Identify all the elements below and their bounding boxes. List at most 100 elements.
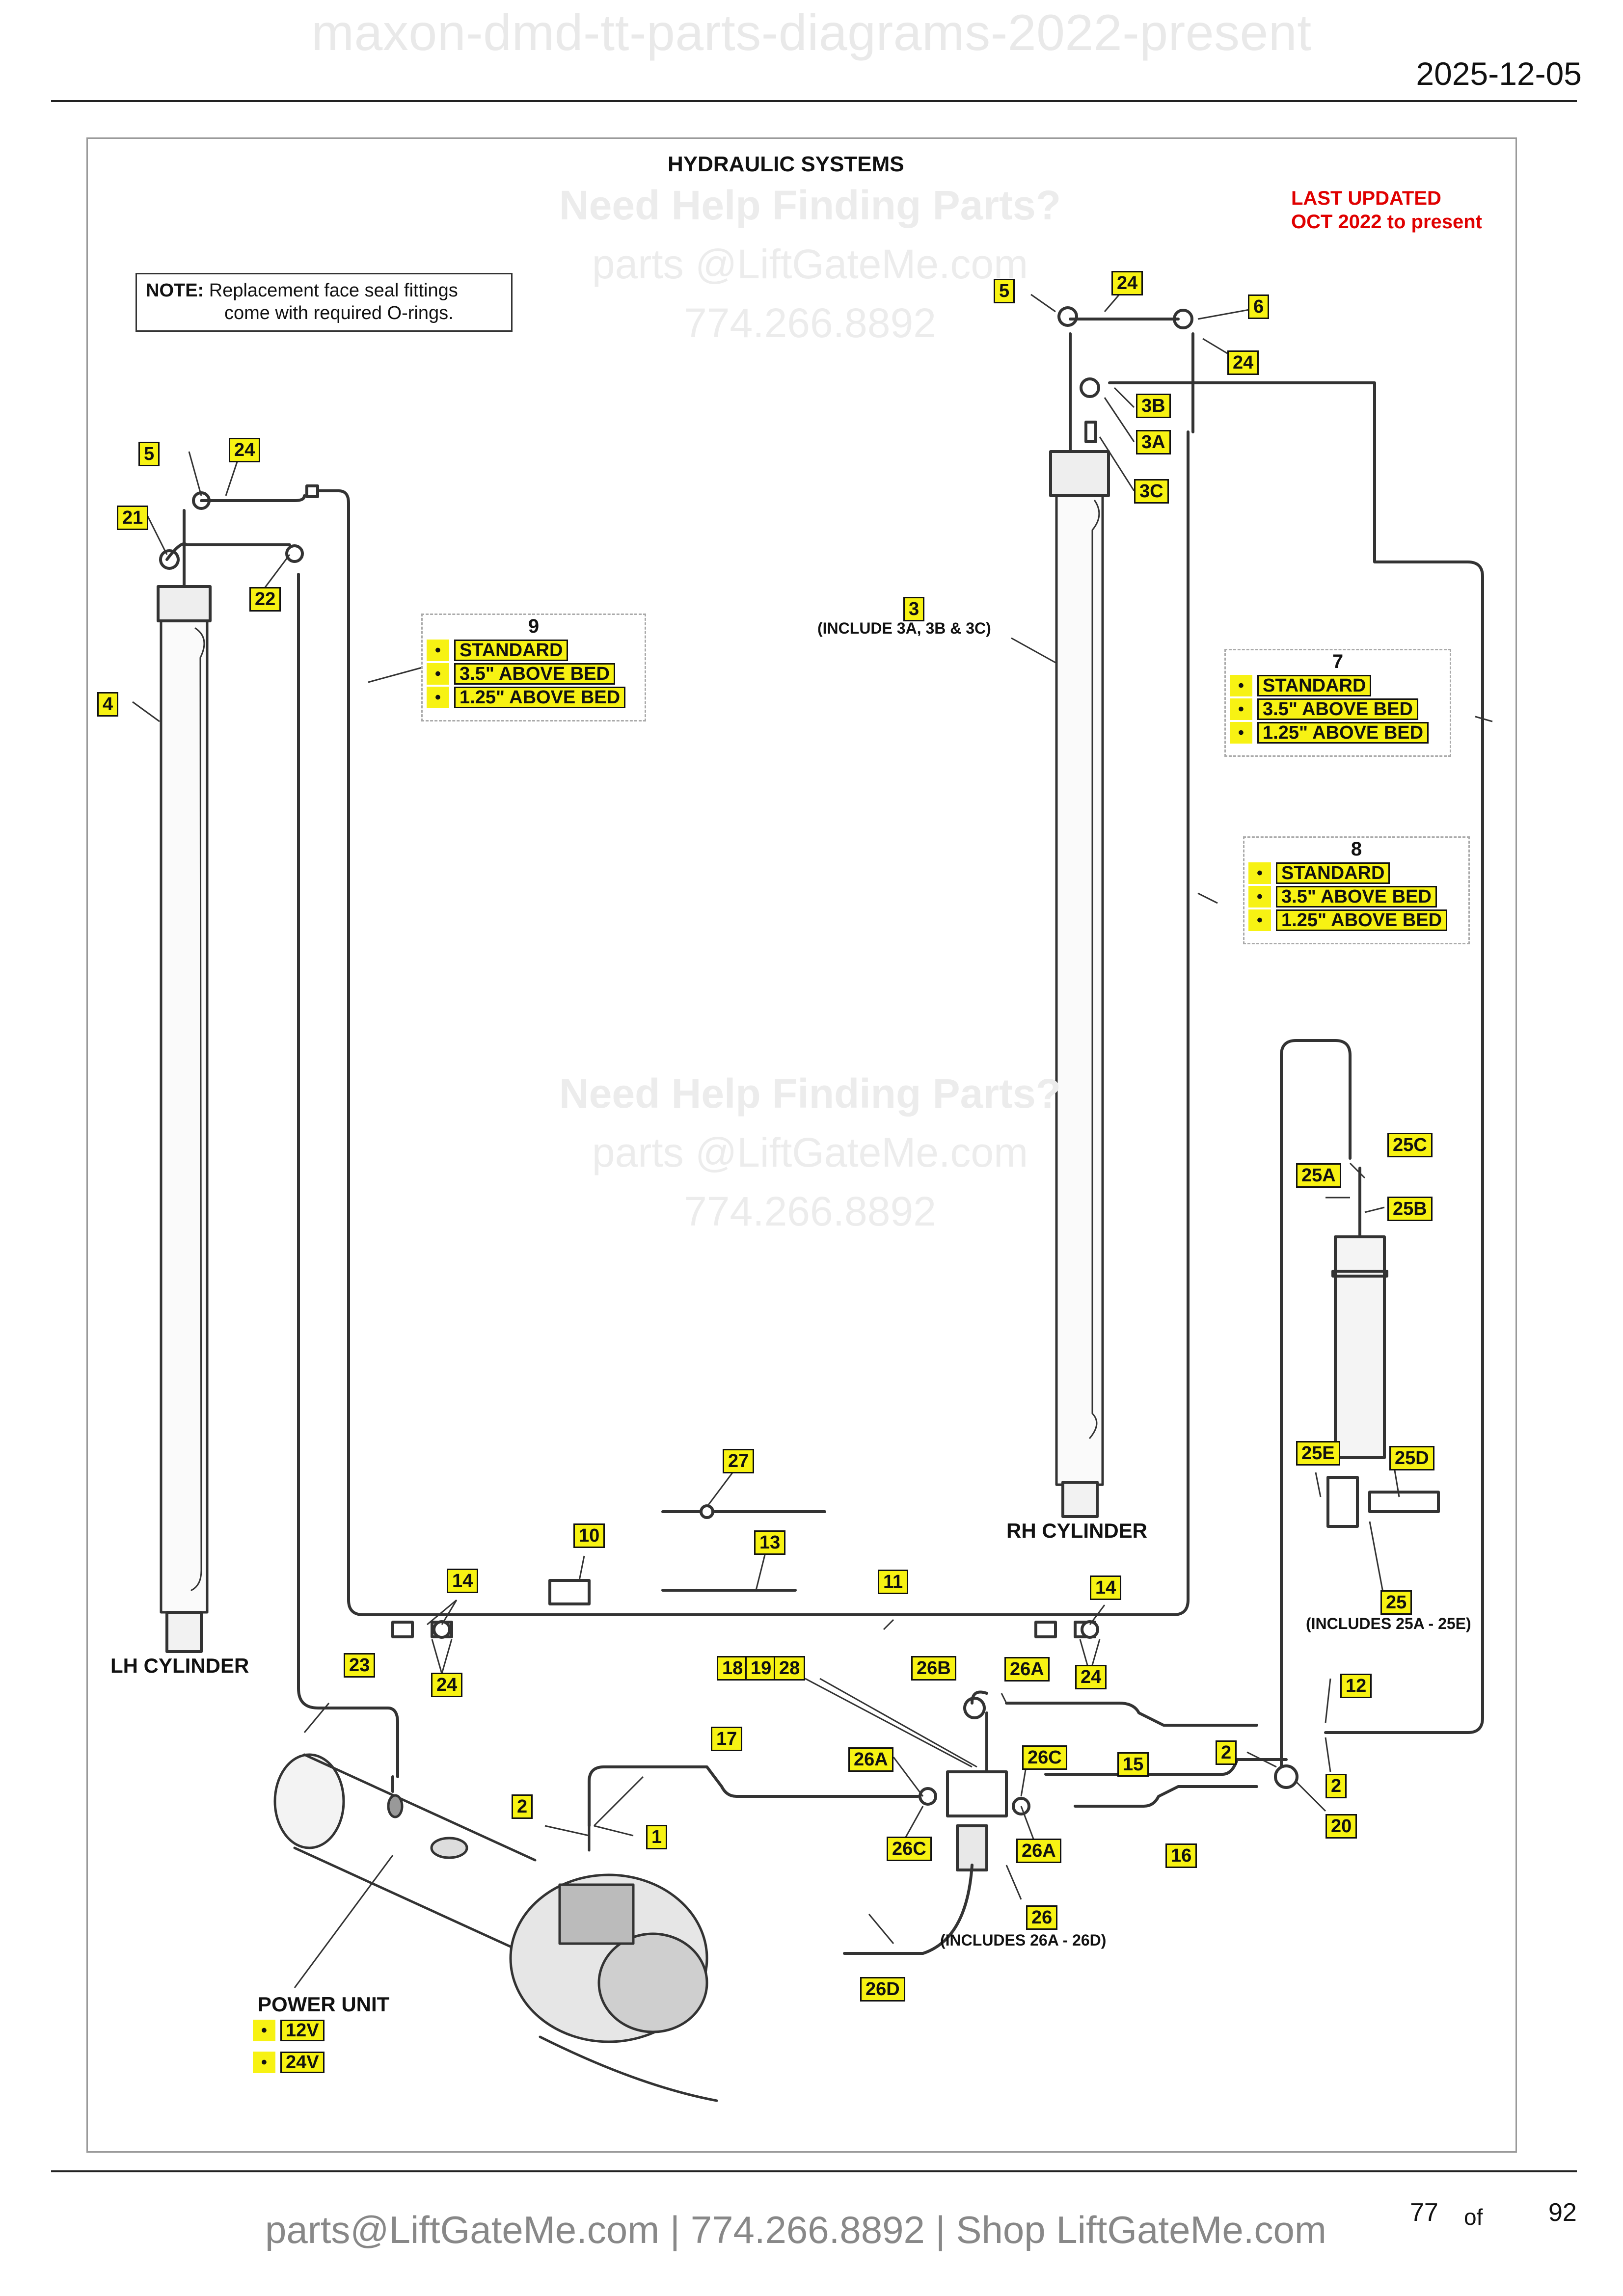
callout-26d: 26D bbox=[860, 1977, 905, 2002]
callout-5-right: 5 bbox=[994, 279, 1015, 303]
option-1-25-above-bed: 1.25" ABOVE BED bbox=[454, 687, 626, 708]
bullet-icon: • bbox=[1230, 675, 1252, 696]
note-label: NOTE: bbox=[146, 280, 204, 301]
callout-13: 13 bbox=[754, 1530, 786, 1555]
note-line-1: Replacement face seal fittings bbox=[209, 280, 458, 301]
includes-3-note: (INCLUDE 3A, 3B & 3C) bbox=[817, 619, 991, 637]
note-line-2: come with required O-rings. bbox=[224, 303, 454, 323]
callout-25: 25 bbox=[1380, 1590, 1412, 1615]
last-updated-label: LAST UPDATED bbox=[1291, 187, 1441, 209]
option-box-8: 8 •STANDARD •3.5" ABOVE BED •1.25" ABOVE… bbox=[1243, 836, 1470, 944]
callout-3: 3 bbox=[903, 597, 925, 621]
option-box-7: 7 •STANDARD •3.5" ABOVE BED •1.25" ABOVE… bbox=[1224, 649, 1451, 757]
footer-contact: parts@LiftGateMe.com | 774.266.8892 | Sh… bbox=[265, 2208, 1326, 2251]
bullet-icon: • bbox=[427, 640, 449, 661]
power-option-label: 24V bbox=[280, 2052, 325, 2073]
callout-16: 16 bbox=[1165, 1843, 1197, 1868]
callout-25e: 25E bbox=[1296, 1441, 1340, 1466]
bullet-icon: • bbox=[427, 663, 449, 685]
bullet-icon: • bbox=[253, 2052, 275, 2073]
header-date: 2025-12-05 bbox=[1416, 55, 1582, 92]
watermark-help-mid: Need Help Finding Parts? bbox=[559, 1070, 1061, 1117]
callout-19: 19 bbox=[745, 1656, 777, 1681]
callout-2-right: 2 bbox=[1325, 1774, 1347, 1798]
bullet-icon: • bbox=[1248, 909, 1271, 931]
watermark-email-mid: parts @LiftGateMe.com bbox=[592, 1129, 1028, 1175]
callout-3a: 3A bbox=[1136, 430, 1171, 454]
callout-18: 18 bbox=[717, 1656, 749, 1681]
header-watermark: maxon-dmd-tt-parts-diagrams-2022-present bbox=[311, 4, 1312, 61]
callout-26b: 26B bbox=[911, 1656, 956, 1681]
option-standard: STANDARD bbox=[1257, 675, 1372, 696]
option-box-9-number: 9 bbox=[528, 615, 540, 637]
option-3-5-above-bed: 3.5" ABOVE BED bbox=[1276, 886, 1437, 908]
callout-17: 17 bbox=[711, 1727, 743, 1751]
option-3-5-above-bed: 3.5" ABOVE BED bbox=[454, 663, 615, 685]
diagram-title: HYDRAULIC SYSTEMS bbox=[668, 152, 904, 176]
option-box-7-number: 7 bbox=[1332, 651, 1344, 672]
power-option-12v: •12V bbox=[253, 2020, 325, 2041]
watermark-email: parts @LiftGateMe.com bbox=[592, 241, 1028, 287]
rh-cylinder-label: RH CYLINDER bbox=[1006, 1519, 1148, 1542]
option-box-8-number: 8 bbox=[1351, 838, 1362, 860]
callout-24-left: 24 bbox=[229, 438, 261, 462]
bullet-icon: • bbox=[1230, 722, 1252, 744]
bullet-icon: • bbox=[1248, 886, 1271, 908]
callout-24-bottom-right: 24 bbox=[1075, 1665, 1107, 1689]
header-rule bbox=[51, 100, 1577, 102]
watermark-phone: 774.266.8892 bbox=[684, 300, 936, 346]
callout-3b: 3B bbox=[1136, 394, 1171, 418]
power-unit-label: POWER UNIT bbox=[258, 1993, 390, 2016]
bullet-icon: • bbox=[1230, 698, 1252, 720]
bullet-icon: • bbox=[253, 2020, 275, 2041]
callout-25d: 25D bbox=[1389, 1446, 1434, 1470]
includes-26-note: (INCLUDES 26A - 26D) bbox=[940, 1931, 1107, 1949]
callout-24-right: 24 bbox=[1227, 350, 1259, 375]
callout-23: 23 bbox=[344, 1653, 376, 1678]
option-3-5-above-bed: 3.5" ABOVE BED bbox=[1257, 698, 1418, 720]
last-updated-date: OCT 2022 to present bbox=[1291, 211, 1483, 233]
callout-12: 12 bbox=[1340, 1674, 1372, 1698]
lh-cylinder-label: LH CYLINDER bbox=[110, 1654, 249, 1677]
callout-26c-left: 26C bbox=[887, 1837, 932, 1861]
power-option-label: 12V bbox=[280, 2020, 325, 2041]
option-1-25-above-bed: 1.25" ABOVE BED bbox=[1257, 722, 1429, 744]
footer-rule bbox=[51, 2170, 1577, 2172]
callout-2-left: 2 bbox=[512, 1794, 533, 1819]
callout-14-left: 14 bbox=[447, 1569, 479, 1593]
includes-25-note: (INCLUDES 25A - 25E) bbox=[1306, 1615, 1471, 1632]
power-option-24v: •24V bbox=[253, 2052, 325, 2073]
watermark-help: Need Help Finding Parts? bbox=[559, 182, 1061, 228]
callout-24-top: 24 bbox=[1111, 271, 1143, 295]
callout-21: 21 bbox=[117, 506, 149, 530]
option-standard: STANDARD bbox=[1276, 862, 1390, 884]
callout-10: 10 bbox=[573, 1523, 605, 1548]
callout-3c: 3C bbox=[1134, 479, 1169, 504]
diagram-frame bbox=[86, 137, 1517, 2153]
callout-4: 4 bbox=[97, 692, 119, 717]
callout-24-bottom-left: 24 bbox=[431, 1673, 463, 1697]
callout-26a-top: 26A bbox=[1004, 1657, 1050, 1682]
callout-26a-left: 26A bbox=[848, 1747, 893, 1772]
callout-15: 15 bbox=[1117, 1752, 1149, 1777]
option-box-9: 9 •STANDARD •3.5" ABOVE BED •1.25" ABOVE… bbox=[421, 614, 646, 721]
bullet-icon: • bbox=[1248, 862, 1271, 884]
callout-26a-bottom: 26A bbox=[1016, 1839, 1061, 1863]
callout-25a: 25A bbox=[1296, 1163, 1341, 1188]
callout-14-right: 14 bbox=[1090, 1575, 1122, 1600]
option-1-25-above-bed: 1.25" ABOVE BED bbox=[1276, 909, 1448, 931]
callout-25b: 25B bbox=[1387, 1197, 1433, 1221]
watermark-phone-mid: 774.266.8892 bbox=[684, 1188, 936, 1234]
callout-5-left: 5 bbox=[138, 442, 160, 466]
callout-11: 11 bbox=[878, 1570, 909, 1594]
page-number: 77 bbox=[1410, 2198, 1438, 2227]
callout-22: 22 bbox=[249, 587, 281, 612]
page-of-label: of bbox=[1464, 2204, 1483, 2230]
callout-25c: 25C bbox=[1387, 1133, 1433, 1157]
note-box: NOTE: Replacement face seal fittings com… bbox=[135, 273, 513, 332]
page-total: 92 bbox=[1548, 2198, 1577, 2227]
callout-27: 27 bbox=[723, 1449, 755, 1473]
option-standard: STANDARD bbox=[454, 640, 568, 661]
callout-26: 26 bbox=[1026, 1905, 1058, 1930]
